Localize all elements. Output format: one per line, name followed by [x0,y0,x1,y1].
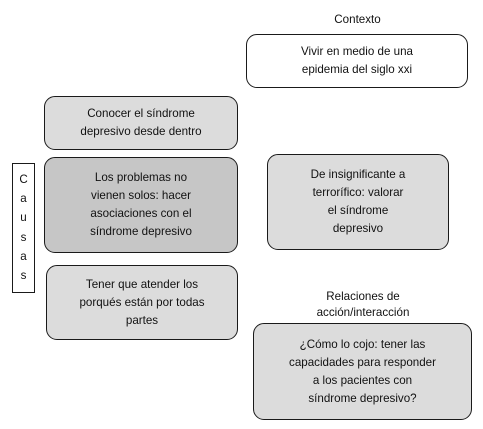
causas-label: C a u s a s [12,163,35,293]
causas-letter: u [20,211,27,225]
contexto-heading: Contexto [300,12,415,28]
conocer-line: depresivo desde dentro [80,125,202,138]
epidemia-line: epidemia del siglo xxi [301,63,413,76]
problemas-line: asociaciones con el [90,207,192,220]
insignificante-box: De insignificante a terrorífico: valorar… [267,154,449,250]
como-box: ¿Cómo lo cojo: tener las capacidades par… [253,323,472,420]
relaciones-heading-line1: Relaciones de [326,290,400,303]
problemas-box: Los problemas no vienen solos: hacer aso… [44,157,238,253]
porques-line: Tener que atender los [85,277,199,291]
contexto-heading-text: Contexto [334,13,381,26]
causas-letter: a [20,249,27,263]
epidemia-line: Vivir en medio de una [301,45,413,58]
como-line: síndrome depresivo? [308,391,417,405]
porques-line: porqués están por todas [79,295,205,309]
como-line: a los pacientes con [312,373,413,387]
como-line: ¿Cómo lo cojo: tener las [299,337,426,351]
relaciones-heading: Relaciones de acción/interacción [288,289,438,321]
como-line: capacidades para responder [289,355,436,369]
causas-letter: a [20,191,27,205]
epidemia-box: Vivir en medio de una epidemia del siglo… [246,34,468,88]
insignificante-line: terrorífico: valorar [312,186,404,199]
causas-letter: s [20,230,27,244]
causas-letter: C [19,172,28,186]
problemas-line: Los problemas no [94,171,188,184]
porques-box: Tener que atender los porqués están por … [46,265,238,340]
insignificante-line: el síndrome [327,204,389,217]
relaciones-heading-line2: acción/interacción [316,306,410,319]
insignificante-line: De insignificante a [310,168,406,181]
conocer-box: Conocer el síndrome depresivo desde dent… [44,96,238,150]
problemas-line: vienen solos: hacer [91,189,191,202]
problemas-line: síndrome depresivo [90,225,192,238]
porques-line: partes [125,313,159,327]
causas-letter: s [20,269,27,283]
insignificante-line: depresivo [332,222,384,235]
conocer-line: Conocer el síndrome [87,107,195,120]
